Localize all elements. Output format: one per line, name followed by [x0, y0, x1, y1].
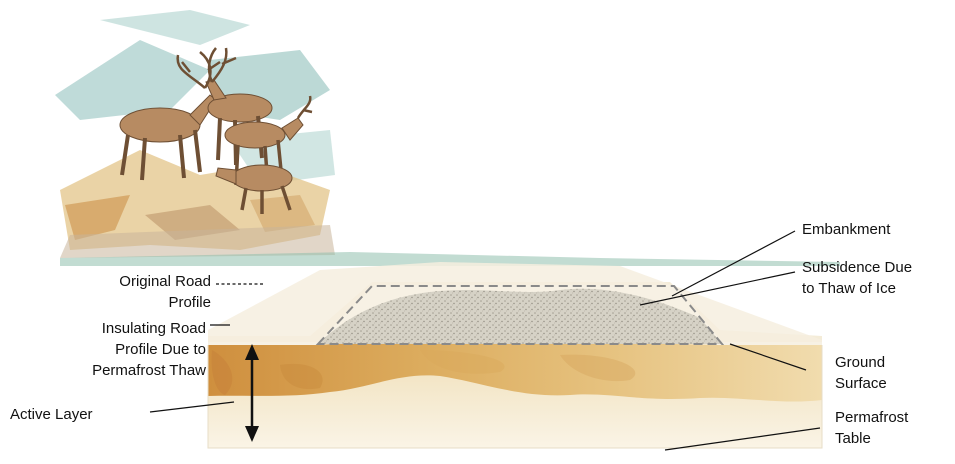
insulating-road-profile-line-2: Profile Due to [92, 339, 206, 360]
insulating-road-profile-label: Insulating Road Profile Due to Permafros… [92, 318, 206, 381]
original-road-profile-line-2: Profile [119, 292, 211, 313]
insulating-road-profile-line-3: Permafrost Thaw [92, 360, 206, 381]
caribou-landscape-illustration [55, 10, 840, 266]
subsidence-label: Subsidence Due to Thaw of Ice [802, 257, 912, 299]
soil-cross-section [208, 262, 822, 448]
permafrost-table-label: Permafrost Table [835, 407, 908, 449]
permafrost-table-line-2: Table [835, 428, 908, 449]
ground-surface-line-2: Surface [835, 373, 887, 394]
embankment-label: Embankment [802, 219, 890, 240]
active-layer-text: Active Layer [10, 406, 93, 423]
ground-surface-line-1: Ground [835, 352, 887, 373]
original-road-profile-label: Original Road Profile [119, 271, 211, 313]
insulating-road-profile-line-1: Insulating Road [92, 318, 206, 339]
permafrost-table-line-1: Permafrost [835, 407, 908, 428]
subsidence-line-1: Subsidence Due [802, 257, 912, 278]
ground-surface-label: Ground Surface [835, 352, 887, 394]
active-layer-label: Active Layer [10, 404, 93, 425]
original-road-profile-line-1: Original Road [119, 271, 211, 292]
embankment-text: Embankment [802, 221, 890, 238]
subsidence-line-2: to Thaw of Ice [802, 278, 912, 299]
